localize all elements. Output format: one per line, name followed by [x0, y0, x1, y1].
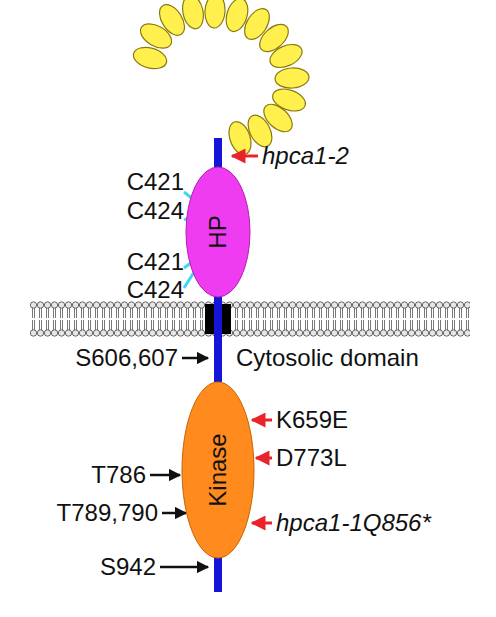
stem	[214, 555, 222, 592]
lrr-repeat	[225, 119, 255, 158]
residue-label: S942	[100, 555, 156, 579]
residue-label: C424	[127, 199, 184, 223]
kinase-domain: Kinase	[181, 381, 255, 559]
domain-label: HP	[204, 215, 232, 248]
lrr-repeat	[274, 67, 309, 89]
mutation-arrow	[252, 522, 272, 525]
lrr-repeat	[180, 0, 207, 31]
residue-label: S606,607	[75, 346, 178, 370]
residue-label: T789,790	[57, 501, 158, 525]
lrr-repeat	[266, 40, 305, 72]
mutation-arrow	[252, 419, 272, 422]
residue-label: C421	[127, 170, 184, 194]
mutation-arrow	[256, 457, 272, 460]
mutant-label: D773L	[276, 446, 347, 470]
site-arrow	[160, 566, 208, 569]
mutant-label: hpca1-2	[262, 144, 349, 168]
mutant-label: hpca1-1Q856*	[276, 511, 431, 535]
site-arrow	[150, 474, 180, 477]
lrr-repeats	[131, 0, 310, 157]
mutant-label: K659E	[276, 408, 348, 432]
hp-domain: HP	[185, 166, 251, 298]
residue-label: C421	[127, 250, 184, 274]
site-arrow	[162, 512, 186, 515]
region-label: Cytosolic domain	[236, 346, 419, 370]
site-arrow	[182, 357, 208, 360]
mutation-arrow	[232, 155, 258, 158]
domain-label: Kinase	[204, 433, 232, 506]
membrane	[30, 300, 470, 338]
stem-connector	[214, 297, 222, 382]
residue-label: C424	[127, 278, 184, 302]
lrr-repeat	[204, 0, 226, 29]
residue-label: T786	[91, 463, 146, 487]
